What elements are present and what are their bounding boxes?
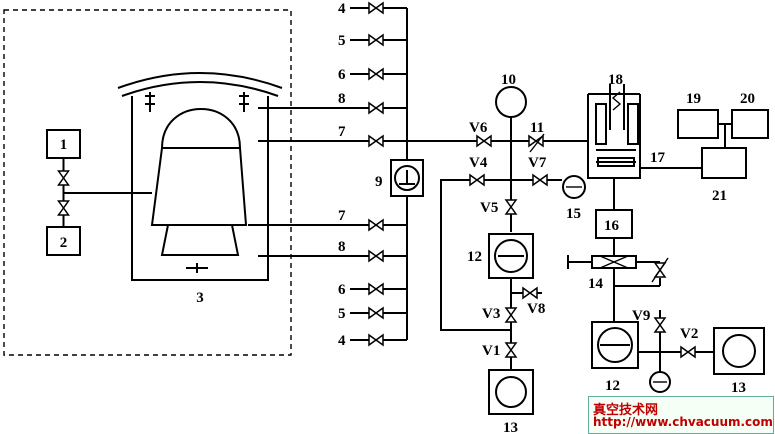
diagram-label: 10: [501, 72, 516, 88]
diagram-label: 8: [338, 91, 346, 107]
diagram-label: 13: [731, 380, 746, 396]
diagram-label: 21: [712, 188, 727, 204]
diagram-label: V2: [680, 326, 698, 342]
diagram-label: V8: [527, 301, 545, 317]
valve-v3: [505, 307, 517, 323]
valve-line-7-bottom: [368, 219, 384, 231]
diagram-label: V4: [469, 155, 488, 171]
valve-line-8-bottom: [368, 250, 384, 262]
diagram-label: 5: [338, 33, 346, 49]
pump-12-middle: 12: [467, 233, 534, 279]
component-2: 2: [46, 226, 81, 256]
diagram-label: 19: [686, 91, 701, 107]
diagram-label: V5: [480, 200, 498, 216]
diagram-label: 3: [196, 290, 204, 306]
diagram-label: 7: [338, 208, 346, 224]
vacuum-chamber-3: 3: [117, 72, 283, 306]
component-9: 9: [375, 159, 424, 197]
diagram-label: 20: [740, 91, 755, 107]
sample-cell-17-18: 18 17: [587, 72, 666, 179]
diagram-label: 9: [375, 174, 383, 190]
valve-line-5-top: [368, 34, 384, 46]
watermark-title: 真空技术网: [593, 403, 659, 418]
valve-v5: [505, 199, 517, 215]
valve-line-4-bottom: [368, 334, 384, 346]
component-20: 20: [731, 91, 769, 139]
diagram-label: V3: [482, 306, 500, 322]
diagram-label: 14: [588, 276, 604, 292]
diagram-label: 12: [605, 378, 620, 394]
pump-13-right: 13: [713, 327, 765, 396]
diagram-label: 4: [338, 1, 346, 17]
diagram-label: V6: [469, 120, 488, 136]
dashed-enclosure: [3, 9, 292, 356]
diagram-label: V7: [528, 155, 547, 171]
diagram-label: 8: [338, 239, 346, 255]
diagram-label: 11: [530, 120, 544, 136]
watermark-url: http://www.chvacuum.com: [593, 415, 773, 429]
pump-12-right: 12: [591, 321, 639, 394]
valve-line-6-bottom: [368, 283, 384, 295]
valve-v8: [522, 287, 538, 299]
valve-line-5-bottom: [368, 307, 384, 319]
component-16: 16: [595, 209, 633, 239]
diagram-label: 12: [467, 249, 482, 265]
diagram-label: V9: [632, 308, 650, 324]
diagram-label: 7: [338, 124, 346, 140]
diagram-label: V1: [482, 343, 500, 359]
valve-line-8-top: [368, 102, 384, 114]
diagram-label: 5: [338, 306, 346, 322]
component-19: 19: [677, 91, 719, 139]
component-10: 10: [495, 72, 527, 118]
valve-v6: [476, 135, 492, 147]
diagram-label: 15: [566, 206, 581, 222]
valve-1-2-upper: [57, 170, 70, 186]
diagram-label: 17: [650, 150, 666, 166]
diagram-label: 6: [338, 67, 346, 83]
diagram-label: 13: [503, 420, 518, 434]
valve-v9: [654, 317, 666, 333]
component-15: 15: [562, 175, 586, 222]
valve-v2: [680, 346, 696, 358]
valve-assembly-14: 14: [567, 255, 669, 292]
valve-line-7-top: [368, 135, 384, 147]
valve-line-6-top: [368, 68, 384, 80]
valve-v4: [469, 174, 485, 186]
pump-13-middle: 13: [488, 369, 534, 434]
diagram-label: 18: [608, 72, 623, 88]
valve-1-2-lower: [57, 200, 70, 216]
valve-line-4-top: [368, 2, 384, 14]
diagram-label: 6: [338, 282, 346, 298]
valve-v7: [532, 174, 548, 186]
valve-v1: [505, 342, 517, 358]
component-21: 21: [701, 147, 747, 204]
diagram-label: 1: [60, 137, 68, 153]
watermark: 真空技术网 http://www.chvacuum.com: [588, 396, 774, 434]
component-1: 1: [46, 129, 81, 159]
diagram-label: 2: [60, 235, 68, 251]
diagram-label: 16: [604, 218, 620, 234]
diagram-label: 4: [338, 333, 346, 349]
